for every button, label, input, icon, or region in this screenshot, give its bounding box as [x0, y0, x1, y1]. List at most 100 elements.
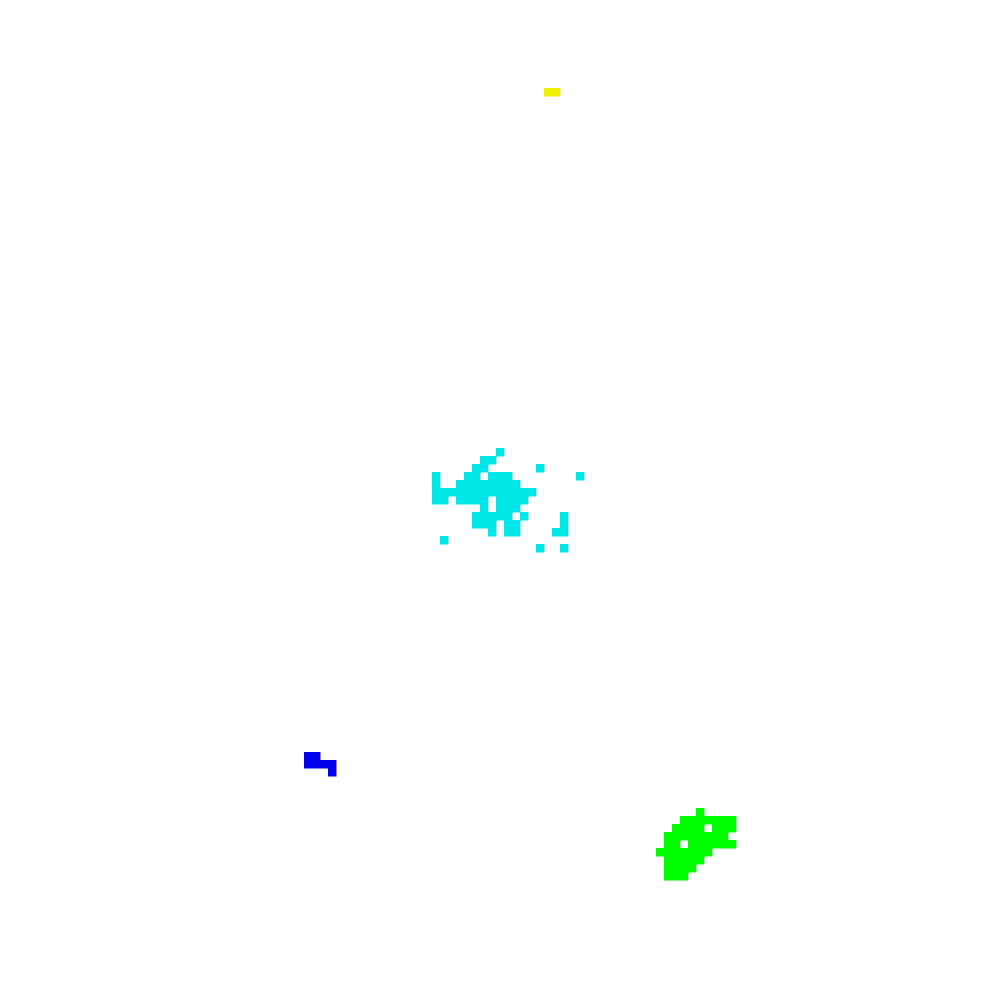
green-cluster-cell — [688, 864, 697, 873]
cyan-cluster-cell — [552, 528, 561, 537]
cyan-cluster-cell — [520, 496, 529, 505]
cyan-cluster-cell — [480, 456, 489, 465]
green-cluster-cell — [712, 824, 721, 833]
cyan-cluster-cell — [472, 488, 481, 497]
cyan-cluster-cell — [456, 480, 465, 489]
green-cluster — [656, 808, 737, 881]
cyan-cluster-cell — [432, 480, 441, 489]
green-cluster-cell — [672, 848, 681, 857]
green-cluster-cell — [664, 856, 673, 865]
cyan-cluster — [432, 448, 585, 553]
green-cluster-cell — [728, 840, 737, 849]
green-cluster-cell — [704, 832, 713, 841]
green-cluster-cell — [672, 824, 681, 833]
cyan-cluster-cell — [504, 520, 513, 529]
cyan-cluster-cell — [472, 480, 481, 489]
green-cluster-cell — [696, 824, 705, 833]
green-cluster-cell — [688, 848, 697, 857]
cyan-cluster-cell — [440, 536, 449, 545]
cyan-cluster-cell — [456, 496, 465, 505]
cyan-cluster-cell — [472, 464, 481, 473]
green-cluster-cell — [720, 832, 729, 841]
cyan-cluster-cell — [488, 520, 497, 529]
cyan-cluster-cell — [432, 472, 441, 481]
cyan-cluster-cell — [432, 488, 441, 497]
green-cluster-cell — [680, 856, 689, 865]
blue-cluster-cell — [328, 768, 337, 777]
green-cluster-cell — [696, 808, 705, 817]
cyan-cluster-cell — [504, 480, 513, 489]
cyan-cluster-cell — [496, 512, 505, 521]
green-cluster-cell — [712, 840, 721, 849]
green-cluster-cell — [672, 872, 681, 881]
cyan-cluster-cell — [488, 472, 497, 481]
green-cluster-cell — [664, 872, 673, 881]
cyan-cluster-cell — [488, 512, 497, 521]
cyan-cluster-cell — [464, 472, 473, 481]
green-cluster-cell — [696, 832, 705, 841]
blue-cluster-cell — [328, 760, 337, 769]
green-cluster-cell — [680, 872, 689, 881]
cyan-cluster-cell — [560, 520, 569, 529]
cyan-cluster-cell — [520, 512, 529, 521]
cyan-cluster-cell — [496, 480, 505, 489]
cyan-cluster-cell — [488, 480, 497, 489]
green-cluster-cell — [688, 824, 697, 833]
cyan-cluster-cell — [512, 528, 521, 537]
green-cluster-cell — [664, 832, 673, 841]
cyan-cluster-cell — [488, 528, 497, 537]
blue-cluster-cell — [304, 760, 313, 769]
blue-cluster-cell — [320, 760, 329, 769]
cyan-cluster-cell — [464, 488, 473, 497]
cyan-cluster-cell — [496, 504, 505, 513]
green-cluster-cell — [672, 856, 681, 865]
cyan-cluster-cell — [464, 480, 473, 489]
cyan-cluster-cell — [496, 488, 505, 497]
green-cluster-cell — [680, 848, 689, 857]
yellow-cluster-cell — [544, 88, 553, 97]
yellow-cluster — [544, 88, 561, 97]
green-cluster-cell — [696, 840, 705, 849]
cyan-cluster-cell — [480, 504, 489, 513]
cyan-cluster-cell — [504, 528, 513, 537]
green-cluster-cell — [728, 824, 737, 833]
blue-cluster-cell — [304, 752, 313, 761]
green-cluster-cell — [680, 864, 689, 873]
cyan-cluster-cell — [536, 544, 545, 553]
cyan-cluster-cell — [480, 520, 489, 529]
cyan-cluster-cell — [472, 512, 481, 521]
cyan-cluster-cell — [496, 496, 505, 505]
cyan-cluster-cell — [512, 480, 521, 489]
cyan-cluster-cell — [488, 456, 497, 465]
green-cluster-cell — [696, 816, 705, 825]
cyan-cluster-cell — [480, 464, 489, 473]
blue-cluster-cell — [312, 752, 321, 761]
cyan-cluster-cell — [480, 512, 489, 521]
green-cluster-cell — [680, 816, 689, 825]
green-cluster-cell — [680, 824, 689, 833]
yellow-cluster-cell — [552, 88, 561, 97]
cyan-cluster-cell — [480, 480, 489, 489]
green-cluster-cell — [720, 824, 729, 833]
cyan-cluster-cell — [576, 472, 585, 481]
green-cluster-cell — [656, 848, 665, 857]
green-cluster-cell — [672, 864, 681, 873]
cyan-cluster-cell — [456, 488, 465, 497]
green-cluster-cell — [672, 840, 681, 849]
green-cluster-cell — [704, 848, 713, 857]
cyan-cluster-cell — [432, 496, 441, 505]
cyan-cluster-cell — [496, 448, 505, 457]
cyan-cluster-cell — [472, 520, 481, 529]
cyan-cluster-cell — [496, 472, 505, 481]
green-cluster-cell — [712, 816, 721, 825]
cyan-cluster-cell — [488, 488, 497, 497]
blue-cluster-cell — [312, 760, 321, 769]
green-cluster-cell — [696, 848, 705, 857]
cyan-cluster-cell — [512, 496, 521, 505]
green-cluster-cell — [672, 832, 681, 841]
cyan-cluster-cell — [512, 488, 521, 497]
green-cluster-cell — [664, 848, 673, 857]
cyan-cluster-cell — [504, 512, 513, 521]
